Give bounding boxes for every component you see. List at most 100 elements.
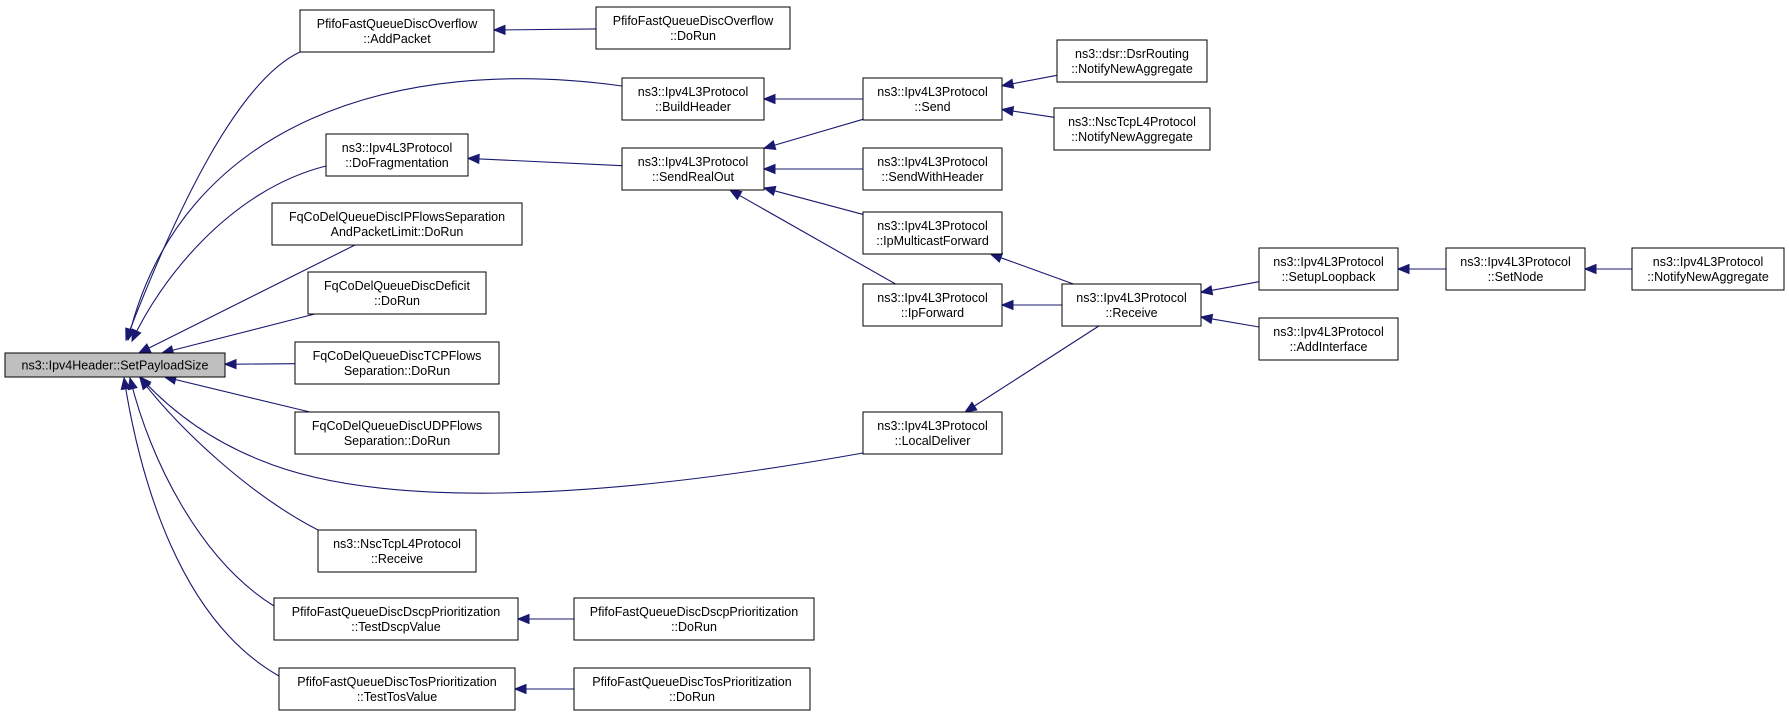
node-box[interactable]	[294, 341, 500, 385]
function-node[interactable]: ns3::Ipv4L3Protocol::LocalDeliver	[862, 411, 1003, 455]
node-box[interactable]	[1061, 283, 1202, 327]
function-node[interactable]: FqCoDelQueueDiscTCPFlowsSeparation::DoRu…	[294, 341, 500, 385]
arrowhead-n4-to-n3	[762, 93, 776, 105]
node-box[interactable]	[621, 77, 765, 121]
arrowhead-n9-to-n8	[762, 163, 776, 175]
function-node[interactable]: ns3::NscTcpL4Protocol::NotifyNewAggregat…	[1053, 107, 1211, 151]
node-label: PfifoFastQueueDiscOverflow	[613, 14, 774, 28]
edge-n18-to-n17	[1209, 317, 1260, 328]
node-box[interactable]	[1445, 247, 1586, 291]
arrowhead-n11-to-n8	[762, 185, 777, 197]
node-label: ::IpMulticastForward	[876, 234, 989, 248]
function-node[interactable]: PfifoFastQueueDiscTosPrioritization::Tes…	[278, 667, 516, 711]
node-label: ::SendWithHeader	[881, 170, 983, 184]
node-box[interactable]	[862, 411, 1003, 455]
function-node[interactable]: ns3::Ipv4L3Protocol::AddInterface	[1258, 317, 1399, 361]
node-box[interactable]	[573, 597, 815, 641]
node-label: ns3::NscTcpL4Protocol	[1068, 115, 1196, 129]
node-label: ::Send	[914, 100, 950, 114]
node-label: ns3::Ipv4L3Protocol	[638, 85, 749, 99]
function-node[interactable]: ns3::Ipv4L3Protocol::SendRealOut	[621, 147, 765, 191]
node-label: ::NotifyNewAggregate	[1071, 130, 1193, 144]
arrowhead-n8-to-n7	[466, 153, 480, 165]
node-box[interactable]	[294, 411, 500, 455]
arrowhead-n12-to-n17	[1199, 285, 1214, 296]
node-box[interactable]	[4, 352, 226, 378]
node-label: ns3::dsr::DsrRouting	[1075, 47, 1189, 61]
function-node[interactable]: ns3::NscTcpL4Protocol::Receive	[317, 529, 477, 573]
arrowhead-n17-to-n16	[1000, 299, 1014, 311]
node-label: ::SetNode	[1488, 270, 1544, 284]
node-label: ns3::Ipv4L3Protocol	[1653, 255, 1764, 269]
arrowhead-n13-to-n12	[1396, 263, 1410, 275]
edge-n16-to-n8	[737, 193, 896, 285]
edge-n17-to-n11	[998, 256, 1074, 285]
edge-n15-to-n0	[170, 313, 315, 352]
arrowhead-n16-to-n8	[728, 189, 743, 201]
node-label: PfifoFastQueueDiscDscpPrioritization	[590, 605, 798, 619]
function-node[interactable]: FqCoDelQueueDiscDeficit::DoRun	[307, 271, 487, 315]
node-box[interactable]	[278, 667, 516, 711]
arrowhead-n19-to-n0	[223, 358, 237, 370]
function-node[interactable]: PfifoFastQueueDiscOverflow::AddPacket	[299, 9, 495, 53]
node-label: ::SetupLoopback	[1282, 270, 1377, 284]
node-label: ::DoRun	[671, 620, 717, 634]
node-box[interactable]	[621, 147, 765, 191]
node-box[interactable]	[325, 133, 469, 177]
node-box[interactable]	[317, 529, 477, 573]
function-node[interactable]: PfifoFastQueueDiscDscpPrioritization::Te…	[273, 597, 519, 641]
node-label: AndPacketLimit::DoRun	[331, 225, 464, 239]
function-node[interactable]: ns3::Ipv4L3Protocol::SetupLoopback	[1258, 247, 1399, 291]
function-node[interactable]: ns3::Ipv4L3Protocol::SetNode	[1445, 247, 1586, 291]
node-label: ns3::NscTcpL4Protocol	[333, 537, 461, 551]
node-box[interactable]	[1258, 317, 1399, 361]
node-box[interactable]	[862, 211, 1003, 255]
function-node[interactable]: ns3::Ipv4L3Protocol::DoFragmentation	[325, 133, 469, 177]
node-box[interactable]	[862, 77, 1003, 121]
node-label: FqCoDelQueueDiscIPFlowsSeparation	[289, 210, 505, 224]
node-box[interactable]	[573, 667, 811, 711]
node-label: Separation::DoRun	[344, 434, 450, 448]
node-box[interactable]	[595, 6, 791, 50]
edge-n25-to-n0	[123, 377, 280, 677]
node-box[interactable]	[1056, 39, 1208, 83]
node-box[interactable]	[271, 202, 523, 246]
function-node[interactable]: PfifoFastQueueDiscOverflow::DoRun	[595, 6, 791, 50]
node-box[interactable]	[307, 271, 487, 315]
function-node[interactable]: PfifoFastQueueDiscTosPrioritization::DoR…	[573, 667, 811, 711]
function-node[interactable]: ns3::Ipv4L3Protocol::Receive	[1061, 283, 1202, 327]
node-label: PfifoFastQueueDiscOverflow	[317, 17, 478, 31]
node-label: ::AddInterface	[1290, 340, 1368, 354]
node-label: ns3::Ipv4L3Protocol	[877, 219, 988, 233]
function-node[interactable]: ns3::Ipv4L3Protocol::SendWithHeader	[862, 147, 1003, 191]
edge-n7-to-n0	[131, 165, 327, 342]
function-node[interactable]: ns3::Ipv4L3Protocol::IpMulticastForward	[862, 211, 1003, 255]
node-box[interactable]	[1258, 247, 1399, 291]
node-box[interactable]	[273, 597, 519, 641]
function-node[interactable]: PfifoFastQueueDiscDscpPrioritization::Do…	[573, 597, 815, 641]
node-box[interactable]	[862, 283, 1003, 327]
function-node[interactable]: ns3::Ipv4L3Protocol::Send	[862, 77, 1003, 121]
function-node[interactable]: FqCoDelQueueDiscUDPFlowsSeparation::DoRu…	[294, 411, 500, 455]
edge-n12-to-n17	[1209, 281, 1260, 292]
function-node[interactable]: ns3::Ipv4L3Protocol::IpForward	[862, 283, 1003, 327]
node-label: ::AddPacket	[363, 32, 431, 46]
node-label: Separation::DoRun	[344, 364, 450, 378]
node-label: ::IpForward	[901, 306, 964, 320]
edge-n11-to-n8	[772, 189, 864, 215]
function-node[interactable]: ns3::dsr::DsrRouting::NotifyNewAggregate	[1056, 39, 1208, 83]
function-node[interactable]: ns3::Ipv4L3Protocol::NotifyNewAggregate	[1631, 247, 1785, 291]
function-node[interactable]: FqCoDelQueueDiscIPFlowsSeparationAndPack…	[271, 202, 523, 246]
node-box[interactable]	[299, 9, 495, 53]
edge-n5-to-n4	[1010, 74, 1058, 85]
node-box[interactable]	[862, 147, 1003, 191]
function-node[interactable]: ns3::Ipv4L3Protocol::BuildHeader	[621, 77, 765, 121]
node-box[interactable]	[1631, 247, 1785, 291]
node-box[interactable]	[1053, 107, 1211, 151]
arrowhead-n26-to-n25	[513, 683, 527, 695]
node-label: PfifoFastQueueDiscDscpPrioritization	[292, 605, 500, 619]
root-node[interactable]: ns3::Ipv4Header::SetPayloadSize	[4, 352, 226, 378]
node-label: PfifoFastQueueDiscTosPrioritization	[297, 675, 496, 689]
arrowhead-n5-to-n4	[1000, 78, 1015, 89]
